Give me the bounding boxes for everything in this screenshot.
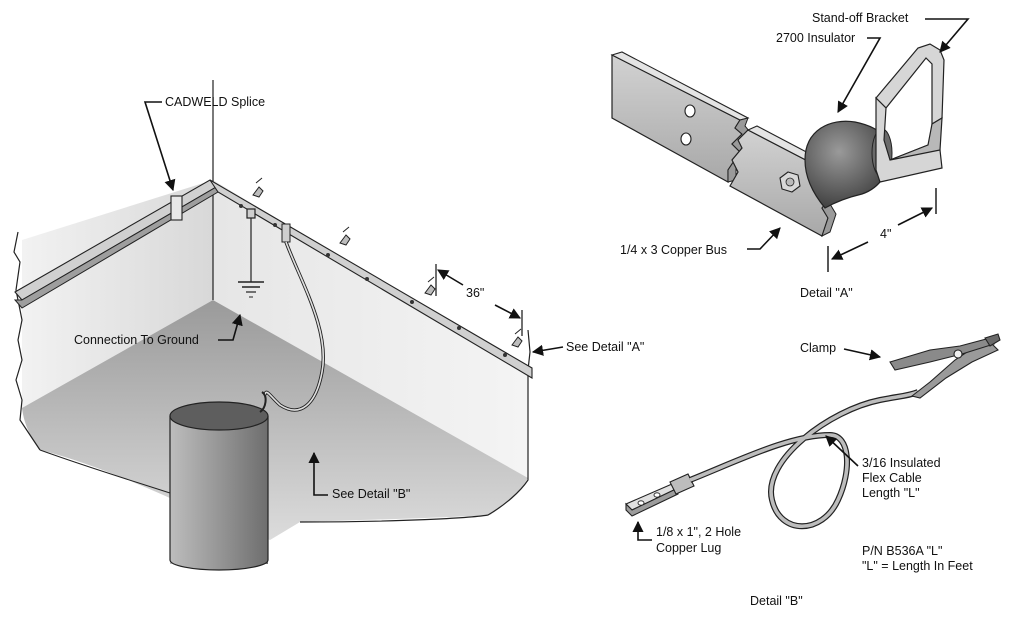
- cadweld-splice: [170, 195, 183, 221]
- copper-lug-arrow: [632, 520, 652, 541]
- label-see-detail-b: See Detail "B": [332, 487, 411, 501]
- copper-bus-arrow: [747, 227, 781, 250]
- detail-b-clamp: [889, 333, 1001, 399]
- drum: [169, 391, 269, 571]
- floor-edge: [39, 449, 171, 494]
- standoff-bracket-arrow: [925, 18, 970, 53]
- detail-a-bolt: [779, 171, 801, 193]
- cadweld-arrow: [143, 101, 176, 192]
- room-scene: [13, 80, 533, 571]
- dimension-4-arrow-right: [897, 207, 934, 226]
- label-flex-cable-line1: 3/16 Insulated: [862, 456, 941, 470]
- wall-right-edge: [299, 329, 531, 523]
- detail-a-bracket: [875, 43, 945, 183]
- label-spacing-36: 36": [466, 286, 485, 300]
- label-length-in-feet: "L" = Length In Feet: [862, 559, 973, 573]
- label-detail-a: Detail "A": [800, 286, 853, 300]
- detail-b-illustration: [625, 333, 1001, 530]
- connection-ground-arrow: [218, 313, 243, 341]
- insulator-arrow: [837, 37, 882, 113]
- detail-b-flex-cable: [688, 389, 920, 530]
- label-clamp: Clamp: [800, 341, 837, 355]
- label-dimension-4: 4": [880, 227, 892, 241]
- detail-b-copper-lug: [625, 473, 695, 517]
- detail-a-bus-left: [611, 54, 743, 184]
- label-detail-b: Detail "B": [750, 594, 803, 608]
- detail-a-illustration: [610, 43, 945, 237]
- detail-a-arrows: [747, 18, 970, 272]
- bus-holes: [239, 204, 507, 357]
- ground-connection: [238, 208, 264, 298]
- detail-b-arrows: [632, 348, 882, 541]
- wall-left-edge: [13, 231, 41, 451]
- label-copper-lug-line2: Copper Lug: [656, 541, 722, 555]
- label-cadweld-splice: CADWELD Splice: [165, 95, 266, 109]
- clamp-arrow: [843, 348, 882, 361]
- label-standoff-bracket: Stand-off Bracket: [812, 11, 909, 25]
- label-flex-cable-line3: Length "L": [862, 486, 920, 500]
- bus-bar-left-edge: [13, 185, 219, 309]
- flex-cable-arrow: [825, 435, 859, 467]
- left-wall: [22, 180, 213, 408]
- see-detail-b-arrow: [308, 451, 328, 496]
- label-copper-lug-line1: 1/8 x 1", 2 Hole: [656, 525, 742, 539]
- label-2700-insulator: 2700 Insulator: [776, 31, 856, 45]
- label-see-detail-a: See Detail "A": [566, 340, 645, 354]
- spacing-arrow-left: [437, 269, 464, 286]
- standoff-insulators: [252, 177, 523, 348]
- label-copper-bus: 1/4 x 3 Copper Bus: [620, 243, 728, 257]
- floor: [22, 300, 528, 540]
- label-connection-to-ground: Connection To Ground: [74, 333, 199, 347]
- see-detail-a-arrow: [531, 344, 564, 356]
- dimension-4-arrow-left: [830, 241, 869, 260]
- label-flex-cable-line2: Flex Cable: [862, 471, 922, 485]
- spacing-arrow-right: [494, 304, 521, 319]
- room-arrows: [143, 101, 564, 496]
- label-part-number: P/N B536A "L": [862, 544, 943, 558]
- flex-cable-room: [263, 223, 325, 412]
